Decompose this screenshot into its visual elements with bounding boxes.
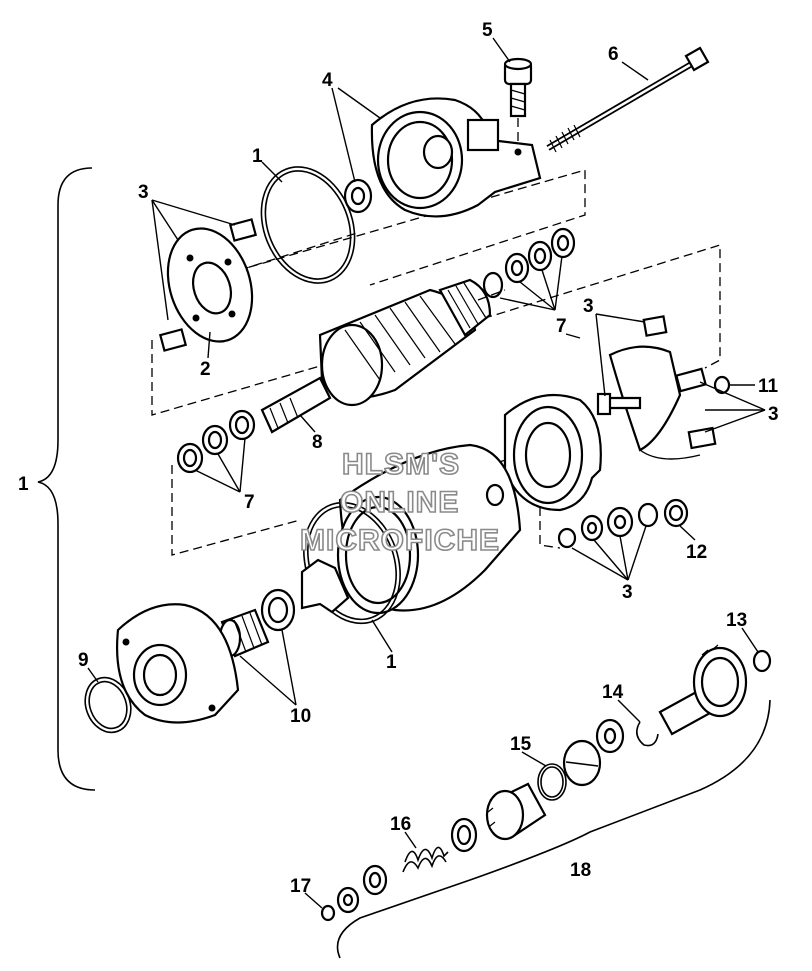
callout-1-oring-bottom: 1 <box>386 652 397 673</box>
watermark-line-2: ONLINE <box>340 486 459 519</box>
rear-end-cover-part-4 <box>370 97 542 218</box>
assembly-bracket-1 <box>37 167 96 791</box>
leader-lines <box>87 37 766 909</box>
armature-part-8 <box>260 278 506 434</box>
o-ring-part-1-top <box>260 166 356 284</box>
ring-part-15 <box>537 763 567 801</box>
through-bolt-part-6 <box>546 46 710 153</box>
callout-5: 5 <box>482 20 493 41</box>
brush-holder-part-3 <box>596 315 717 460</box>
callout-labels: 1 1 1 2 3 3 3 3 4 5 6 7 7 8 9 10 11 12 1… <box>18 20 779 897</box>
washers-part-7-left <box>176 409 256 474</box>
axis-line-top <box>239 231 361 271</box>
washer-part-14 <box>595 718 625 754</box>
callout-13: 13 <box>726 610 747 631</box>
callout-7-washers-left: 7 <box>244 492 255 513</box>
callout-15: 15 <box>510 734 532 755</box>
callout-3-washers-bottom: 3 <box>622 582 633 603</box>
field-frame-yoke <box>336 443 522 615</box>
assembly-bracket-18 <box>336 699 771 959</box>
watermark-line-1: HLSM'S <box>342 448 460 481</box>
callout-16: 16 <box>390 814 411 835</box>
retainer-plate <box>300 558 350 614</box>
clutch-assembly <box>485 782 547 841</box>
seal-part-10 <box>260 588 296 632</box>
callout-3-brushplate: 3 <box>138 182 149 203</box>
sleeve <box>450 817 478 853</box>
clip-part-17 <box>320 904 336 922</box>
callout-12: 12 <box>686 542 707 563</box>
washer-part-11 <box>713 375 731 395</box>
o-ring-part-9 <box>84 676 132 734</box>
callout-2: 2 <box>200 359 211 380</box>
callout-14: 14 <box>602 682 624 703</box>
callout-8: 8 <box>312 432 323 453</box>
callout-4: 4 <box>322 70 333 91</box>
washers-lower <box>336 864 388 914</box>
callout-7-washers-top: 7 <box>556 316 567 337</box>
callout-11: 11 <box>758 376 779 397</box>
callout-1-main: 1 <box>18 474 29 495</box>
watermark-line-3: MICROFICHE <box>300 524 500 557</box>
callout-17: 17 <box>290 876 311 897</box>
alignment-box-mid <box>151 244 721 416</box>
drive-housing <box>116 603 240 724</box>
bushing-part-4 <box>343 178 373 214</box>
watermark: HLSM'S ONLINE MICROFICHE <box>299 447 500 558</box>
washers-part-7-top <box>482 227 576 299</box>
alignment-box-top <box>221 169 586 286</box>
snap-ring-part-14 <box>636 721 659 747</box>
callout-3-brushes-right: 3 <box>768 404 779 425</box>
screw-part-5 <box>503 57 533 150</box>
callout-6: 6 <box>608 44 619 65</box>
callout-9: 9 <box>78 650 89 671</box>
washers-part-3-bottom <box>557 502 659 549</box>
split-collar <box>562 739 602 787</box>
bushing-part-12 <box>663 498 689 528</box>
spring-part-16 <box>402 846 449 873</box>
callout-18: 18 <box>570 860 591 881</box>
callout-10: 10 <box>290 706 311 727</box>
brush-retainer-ring <box>503 393 602 512</box>
callout-1-oring-top: 1 <box>252 146 263 167</box>
pinion-gear-part-13 <box>658 644 772 736</box>
callout-3-brushholder: 3 <box>583 296 594 317</box>
brush-plate-part-2 <box>158 218 258 352</box>
